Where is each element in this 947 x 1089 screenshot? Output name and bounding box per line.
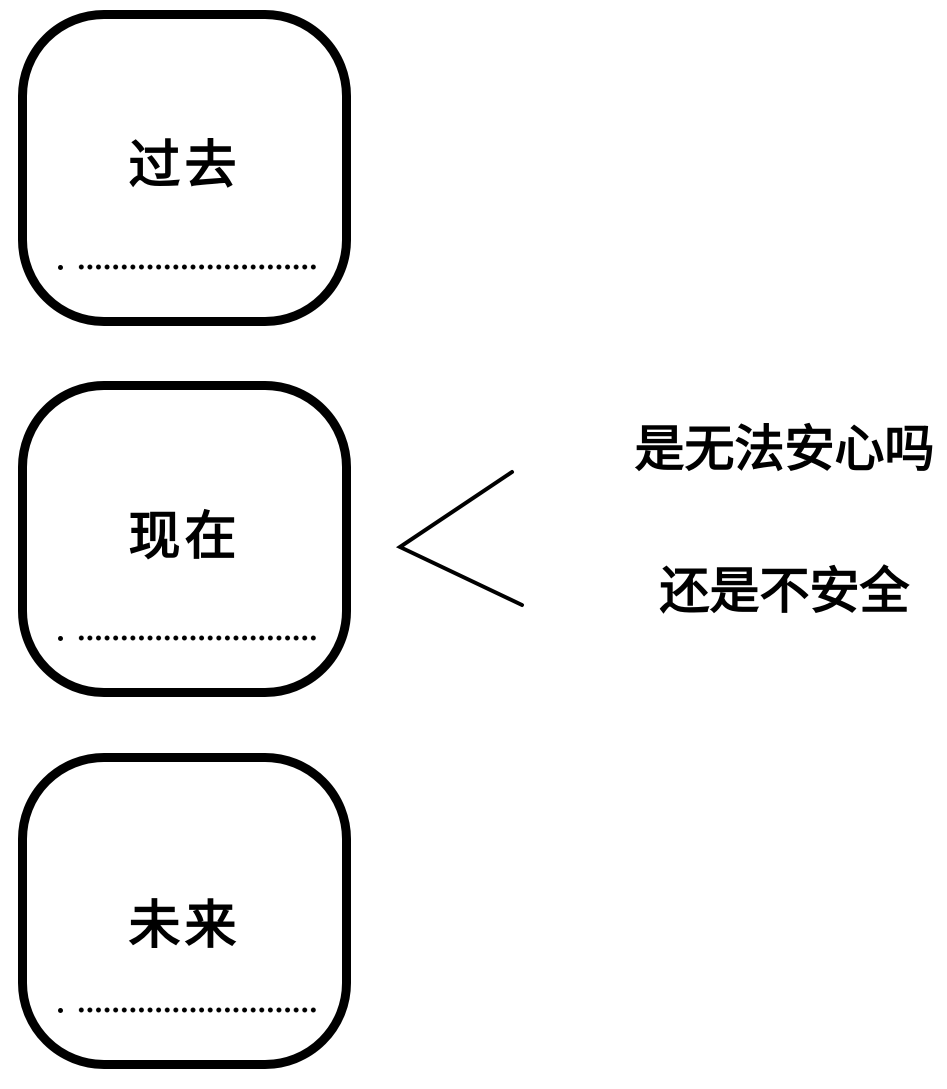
timeline-box-past: 过去	[18, 10, 351, 326]
box-label-present: 现在	[128, 508, 241, 566]
dot	[58, 635, 63, 641]
annotation-line-2: 还是不安全	[659, 563, 910, 619]
dot-run	[77, 635, 316, 641]
dotted-placeholder-line	[58, 1007, 316, 1013]
annotation-line-1: 是无法安心吗	[634, 421, 935, 477]
dotted-placeholder-line	[58, 264, 316, 270]
dot	[58, 1007, 63, 1013]
timeline-box-future: 未来	[18, 753, 351, 1069]
dotted-placeholder-line	[58, 635, 316, 641]
dot-run	[77, 1007, 316, 1013]
dot	[58, 264, 63, 270]
dot-run	[77, 264, 316, 270]
box-label-past: 过去	[128, 137, 241, 195]
timeline-box-present: 现在	[18, 381, 351, 697]
chevron-left-icon	[395, 470, 524, 607]
box-label-future: 未来	[128, 897, 241, 955]
